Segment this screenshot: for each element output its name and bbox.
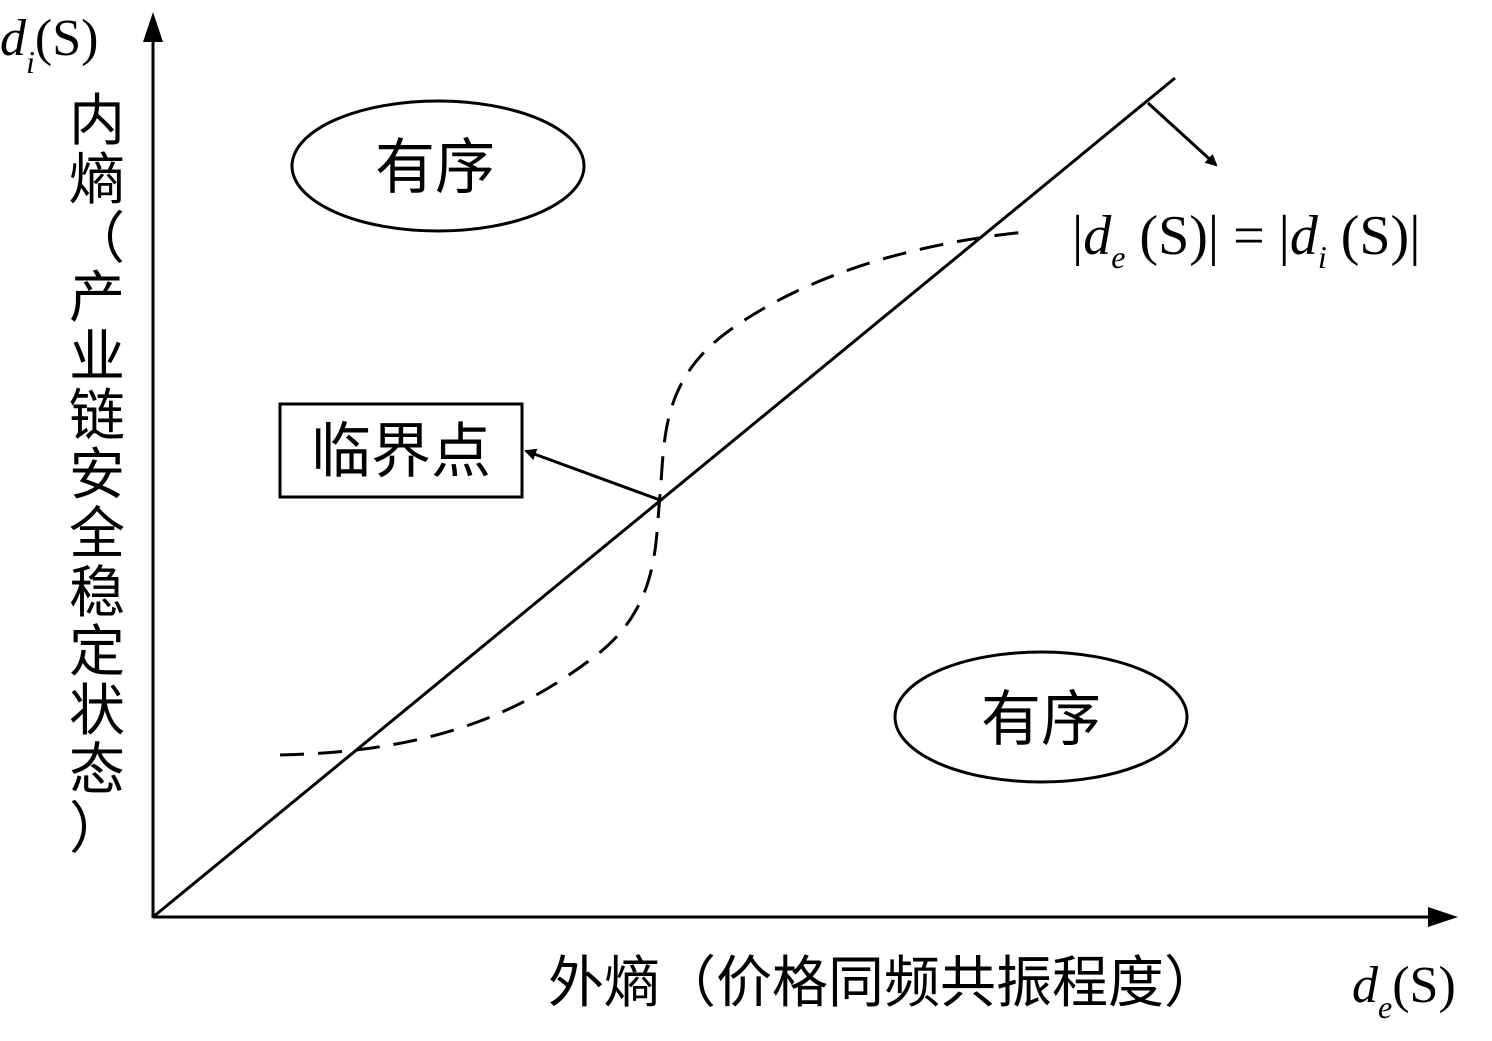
upper-region-ellipse	[290, 99, 586, 233]
lower-region-label: 有序	[981, 685, 1101, 755]
y-axis-arrow-icon	[143, 12, 163, 42]
x-axis-label: 外熵（价格同频共振程度）	[548, 951, 1220, 1016]
critical-point-box	[278, 402, 524, 499]
y-axis-label-char: 业	[69, 325, 125, 390]
lower-region-ellipse	[893, 650, 1189, 784]
y-axis-label-char: 链	[69, 384, 125, 449]
y-axis-label-char: 状	[69, 679, 125, 744]
y-axis-label-char: （	[69, 207, 125, 272]
y-axis-label-char: 稳	[69, 561, 125, 626]
y-axis-label-char: 定	[69, 620, 125, 685]
entropy-transition-curve	[279, 230, 1026, 757]
equation-label: |de (S)| = |di (S)|	[1072, 205, 1420, 275]
y-axis-label-char: 产	[69, 266, 125, 331]
critical-point-label: 临界点	[311, 417, 491, 487]
critical-point-arrow	[524, 448, 661, 502]
y-axis-label-char: 安	[69, 443, 125, 508]
y-axis-label-char: 熵	[69, 148, 125, 213]
equilibrium-line	[152, 76, 1176, 919]
equation-pointer-arrow	[1146, 101, 1218, 167]
y-axis-label-char: 全	[69, 502, 125, 567]
y-axis-label-char: 态	[69, 738, 125, 803]
y-axis-label-char: ）	[69, 797, 125, 862]
upper-region-label: 有序	[375, 133, 495, 203]
x-axis-symbol: de(S)	[1352, 957, 1456, 1025]
y-axis-label-char: 内	[69, 89, 125, 154]
x-axis-arrow-icon	[1428, 907, 1458, 927]
y-axis-symbol: di(S)	[0, 10, 98, 80]
